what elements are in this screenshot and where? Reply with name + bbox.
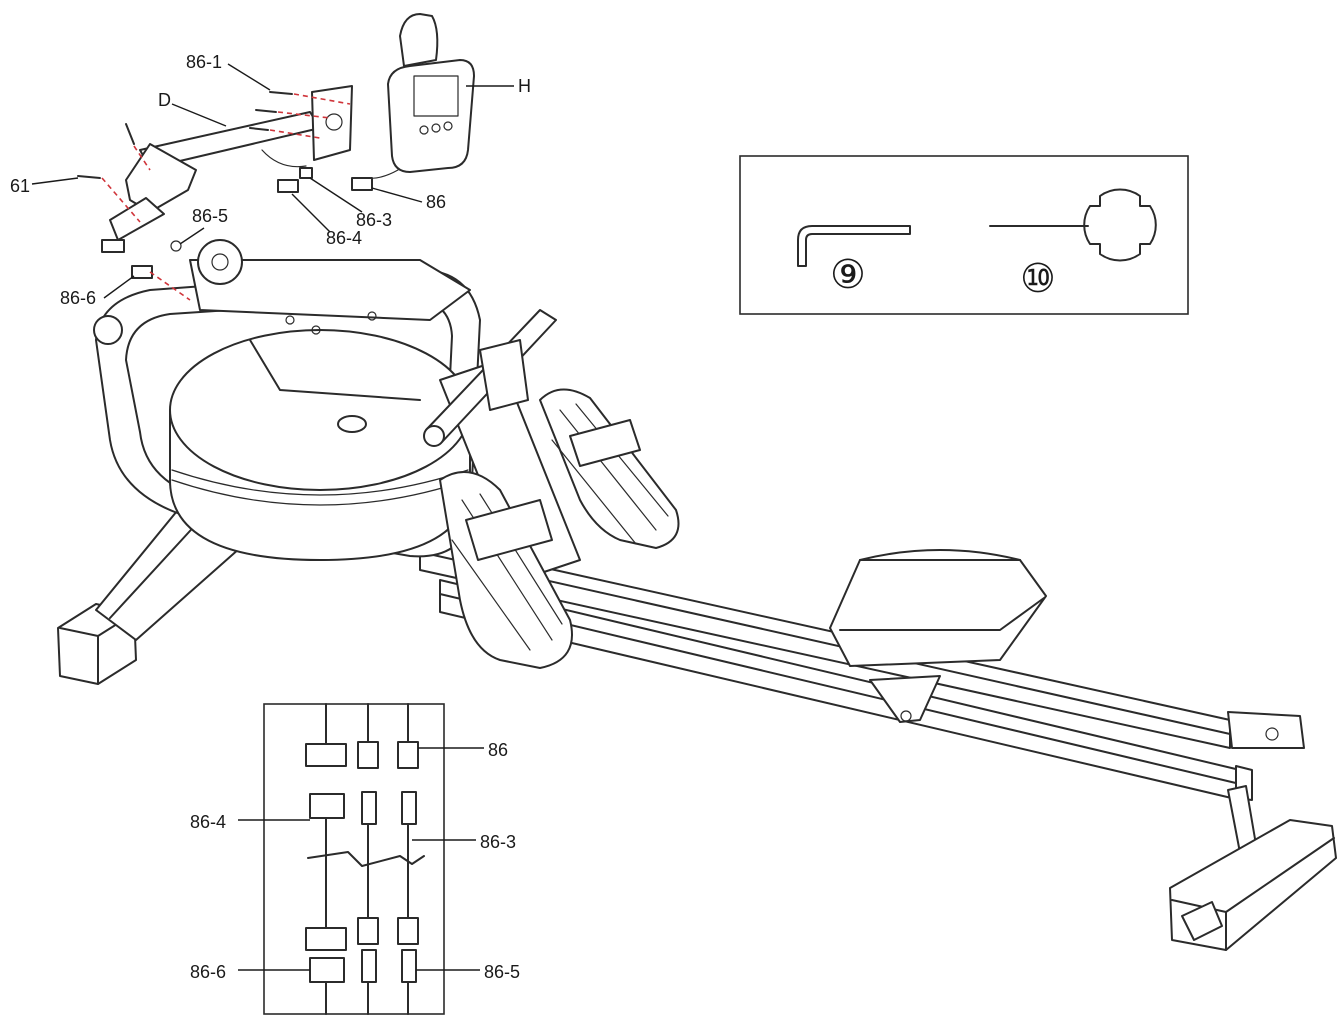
seat-roller [900,710,912,722]
wire-break-mark [307,851,425,867]
wiring-detail-box: 86 86-4 86-3 86-6 86-5 [190,703,520,1015]
frame-bolt [367,311,377,321]
leader-86-3 [309,177,363,213]
water-tank-cap [337,415,367,433]
water-tank-seam [171,469,469,506]
callout-h: H [518,76,531,96]
monitor-button-icon [419,125,429,135]
connector-86-3 [299,167,313,179]
socket-c-lower [401,949,417,983]
tool-label-allen-key: ⑨ [830,253,866,297]
spanner-head-icon [1083,188,1157,262]
handle-grip-end [423,425,445,447]
seat-roller-bracket [869,675,941,723]
plug-a-lower [305,927,347,951]
detail-label-86-5: 86-5 [484,962,520,982]
callout-86-4: 86-4 [326,228,362,248]
callout-86-1: 86-1 [186,52,222,72]
seat-cushion [829,559,1047,667]
monitor-button-icon [443,121,453,131]
monitor-plug [351,177,373,191]
plug-c-lower [397,917,419,945]
socket-b-upper [361,791,377,825]
monitor-screen [413,75,459,117]
plug-a-top [305,743,347,767]
socket-a-lower [309,957,345,983]
assembly-line [293,93,351,105]
bolt-icon [255,109,277,113]
connector-86-4 [277,179,299,193]
callout-61: 61 [10,176,30,196]
frame-top-bar [189,259,471,321]
assembly-line [133,145,151,171]
seat-contour [839,549,1045,631]
bracket-clamp-lower [109,197,165,241]
frame-bolt [311,325,321,335]
rail-end-cap-upper [1227,711,1305,749]
bolt-icon [249,127,269,131]
bracket-clamp [125,143,197,213]
callout-86: 86 [426,192,446,212]
sensor-wire-upper [261,149,307,168]
leader-86-6 [103,275,135,299]
leveling-pad [1181,901,1223,941]
socket-b-lower [361,949,377,983]
water-tank-top [169,329,471,491]
rear-stabilizer-edge [1171,837,1335,951]
console-exploded-view: 86-1 D 61 86-5 86-6 86-4 86-3 86 H [10,13,531,308]
mount-plate-hole [325,113,343,131]
plug-c-top [397,741,419,769]
socket-a-upper [309,793,345,819]
callout-86-6: 86-6 [60,288,96,308]
rower-machine [57,239,1337,951]
assembly-line [101,177,141,223]
pulley-hub [211,253,229,271]
assembly-line [149,271,191,301]
tools-box: ⑨ ⑩ [739,155,1189,315]
frame-bolt [285,315,295,325]
socket-c-upper [401,791,417,825]
pulley-wheel [197,239,243,285]
foot-strap-left [465,499,553,561]
rail-upper-groove [419,551,1231,735]
leader-86-1 [227,63,271,91]
handle-holder [479,339,529,411]
side-wheel [93,315,123,345]
leader-86-5 [179,227,205,245]
console-mount-plate [311,85,353,161]
bolt-86-1-icon [269,91,293,95]
detail-label-86: 86 [488,740,508,760]
leader-61 [31,177,79,185]
detail-label-86-6: 86-6 [190,962,226,982]
connector-86-5 [170,240,182,252]
callout-86-3: 86-3 [356,210,392,230]
monitor-button-icon [431,123,441,133]
plug-b-lower [357,917,379,945]
connector-86-6 [131,265,153,279]
tool-label-spanner: ⑩ [1020,257,1056,301]
callout-d: D [158,90,171,110]
leader-d [171,103,227,127]
allen-key-icon [797,225,911,267]
rail-lower-groove [439,593,1241,785]
detail-label-86-4: 86-4 [190,812,226,832]
monitor-holder [399,13,439,67]
footplate-right-grip [551,403,669,545]
connector-lower-left [101,239,125,253]
foot-strap-right [569,419,641,467]
leader-86 [371,187,423,203]
plug-b-top [357,741,379,769]
bolt-61-icon [77,175,101,179]
bolt-vertical-icon [125,123,135,145]
tank-cutaway [249,339,421,401]
detail-label-86-3: 86-3 [480,832,516,852]
callout-86-5: 86-5 [192,206,228,226]
leader-86-4 [291,193,331,233]
end-bolt [1265,727,1279,741]
